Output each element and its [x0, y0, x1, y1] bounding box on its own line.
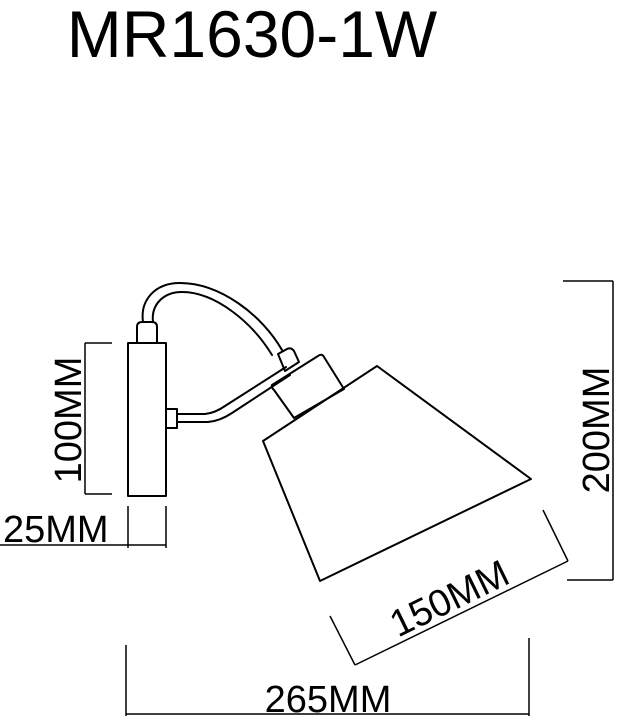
cable-outer [141, 282, 283, 351]
backplate-top-cap [136, 321, 158, 344]
label-265mm: 265MM [265, 679, 392, 720]
arm-inner [176, 374, 291, 423]
dim-tick-150-right [542, 509, 569, 562]
cable-inner [151, 291, 273, 356]
model-title: MR1630-1W [67, 0, 438, 71]
shade-socket [270, 353, 345, 419]
dim-line-150 [354, 560, 569, 666]
label-100mm: 100MM [48, 357, 90, 484]
label-150mm: 150MM [384, 553, 516, 646]
label-25mm: 25MM [3, 509, 109, 551]
backplate [127, 342, 167, 497]
lamp-shade [262, 365, 532, 582]
side-knob [165, 408, 178, 429]
shade-joint [277, 347, 300, 372]
dim-tick-150-left [329, 615, 356, 666]
label-200mm: 200MM [576, 367, 618, 494]
arm-outer [176, 366, 287, 415]
